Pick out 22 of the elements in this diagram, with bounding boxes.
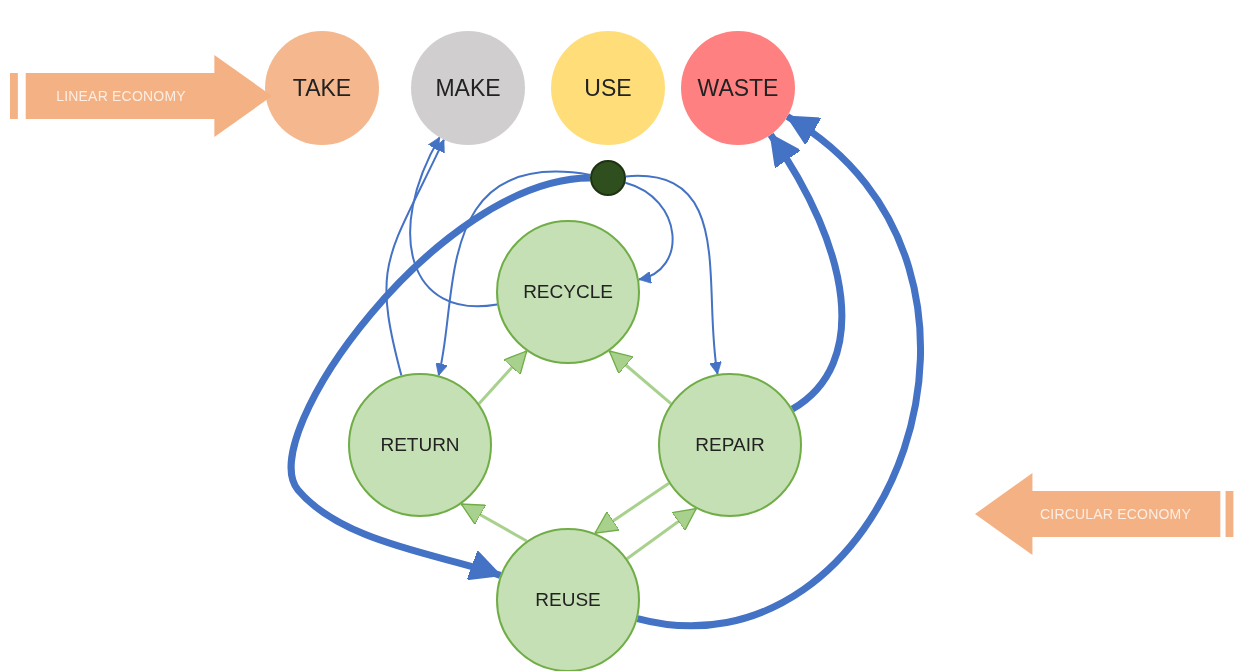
block-arrow xyxy=(460,502,528,543)
junction-dot xyxy=(590,160,626,196)
arrow xyxy=(385,138,445,377)
block-arrow xyxy=(477,350,528,405)
arrow xyxy=(624,181,674,283)
process-circle: REUSE xyxy=(496,528,640,671)
arrow xyxy=(624,175,723,376)
process-circle: REPAIR xyxy=(658,373,802,517)
stage-circle: WASTE xyxy=(681,31,795,145)
stage-circle: USE xyxy=(551,31,665,145)
thick-arrow xyxy=(288,174,591,582)
thick-arrow xyxy=(637,113,924,630)
block-arrow xyxy=(594,481,670,535)
arrow xyxy=(409,136,499,308)
process-circle: RECYCLE xyxy=(496,220,640,364)
block-arrow xyxy=(608,349,672,405)
block-arrow xyxy=(626,507,698,560)
process-circle: RETURN xyxy=(348,373,492,517)
stage-circle: MAKE xyxy=(411,31,525,145)
thick-arrow xyxy=(767,132,846,412)
arrow xyxy=(434,170,592,377)
stage-circle: TAKE xyxy=(265,31,379,145)
